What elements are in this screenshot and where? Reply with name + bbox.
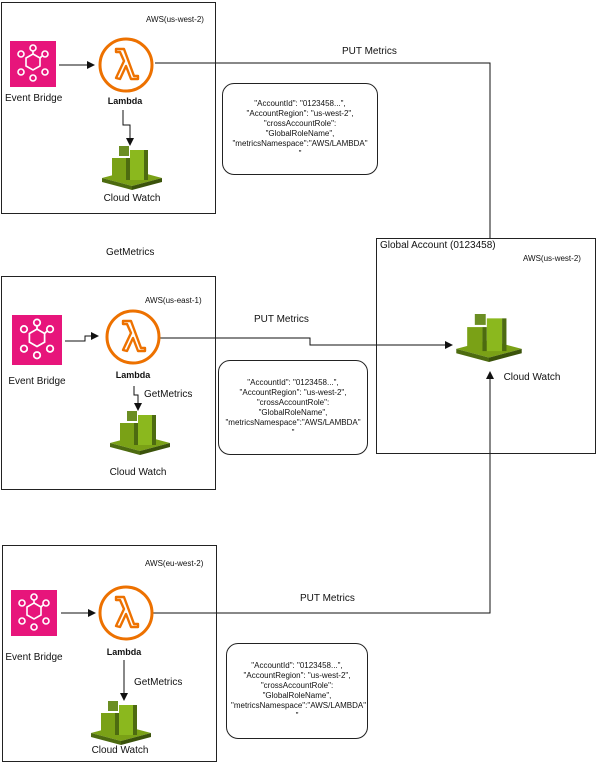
payload-box: "AccountId": "0123458...", "AccountRegio… — [222, 83, 378, 175]
lambda-icon[interactable] — [104, 308, 162, 371]
lambda-caption: Lambda — [115, 370, 151, 380]
payload-line: "AccountId": "0123458...", — [247, 377, 339, 387]
payload-line: "crossAccountRole": — [260, 681, 334, 690]
lambda-icon[interactable] — [97, 584, 155, 647]
cloudwatch-icon[interactable] — [456, 314, 522, 367]
payload-line: "GlobalRoleName", — [258, 407, 328, 417]
payload-line: "AccountId": "0123458...", — [251, 661, 343, 670]
eventbridge-icon[interactable] — [12, 315, 62, 370]
payload-box: "AccountId": "0123458...", "AccountRegio… — [218, 360, 368, 455]
region-box-us-east-1 — [1, 276, 216, 490]
edge-put-metrics-1 — [155, 62, 491, 238]
payload-line: "AccountRegion": "us-west-2", — [239, 387, 347, 397]
lambda-icon[interactable] — [97, 36, 155, 99]
global-account-box — [376, 238, 596, 454]
region-label: AWS(us-east-1) — [145, 296, 202, 305]
payload-line: "crossAccountRole": — [263, 119, 337, 128]
cloudwatch-icon[interactable] — [110, 411, 170, 460]
edge-eventbridge-lambda-2 — [65, 332, 99, 342]
cloudwatch-caption: Cloud Watch — [109, 467, 167, 478]
eventbridge-caption: Event Bridge — [5, 93, 63, 104]
getmetrics-label: GetMetrics — [106, 247, 155, 258]
global-account-title: Global Account (0123458) — [380, 240, 496, 251]
payload-line: "AccountRegion": "us-west-2", — [246, 109, 354, 118]
region-label: AWS(us-west-2) — [146, 15, 204, 24]
region-box-eu-west-2 — [2, 545, 217, 762]
eventbridge-caption: Event Bridge — [5, 652, 63, 663]
cloudwatch-caption: Cloud Watch — [503, 372, 561, 383]
payload-line: " — [295, 711, 299, 720]
edge-put-metrics-3 — [153, 371, 494, 614]
payload-line: "metricsNamespace":"AWS/LAMBDA" — [232, 139, 368, 148]
lambda-caption: Lambda — [107, 96, 143, 106]
region-label: AWS(eu-west-2) — [145, 559, 204, 568]
cloudwatch-icon[interactable] — [102, 146, 162, 195]
payload-line: "AccountRegion": "us-west-2", — [243, 671, 351, 680]
edge-lambda-cloudwatch-1 — [122, 110, 134, 146]
edge-lambda-cloudwatch-2 — [133, 386, 142, 411]
put-metrics-label: PUT Metrics — [341, 46, 398, 57]
eventbridge-icon[interactable] — [10, 41, 56, 92]
lambda-caption: Lambda — [106, 647, 142, 657]
getmetrics-label: GetMetrics — [144, 389, 193, 400]
payload-line: "crossAccountRole": — [256, 397, 330, 407]
payload-line: "metricsNamespace":"AWS/LAMBDA" — [225, 417, 361, 427]
payload-line: "GlobalRoleName", — [262, 691, 332, 700]
region-box-us-west-2 — [1, 2, 216, 214]
eventbridge-caption: Event Bridge — [8, 376, 66, 387]
put-metrics-label: PUT Metrics — [299, 593, 356, 604]
edge-put-metrics-2 — [160, 337, 453, 349]
getmetrics-label: GetMetrics — [134, 677, 183, 688]
payload-line: " — [291, 427, 295, 437]
payload-line: "AccountId": "0123458...", — [254, 99, 346, 108]
cloudwatch-caption: Cloud Watch — [91, 745, 149, 756]
cloudwatch-icon[interactable] — [91, 701, 151, 750]
region-label: AWS(us-west-2) — [523, 254, 581, 263]
payload-line: " — [298, 149, 302, 158]
eventbridge-icon[interactable] — [11, 590, 57, 641]
put-metrics-label: PUT Metrics — [253, 314, 310, 325]
payload-line: "GlobalRoleName", — [265, 129, 335, 138]
payload-box: "AccountId": "0123458...", "AccountRegio… — [226, 643, 368, 739]
payload-line: "metricsNamespace":"AWS/LAMBDA" — [231, 701, 367, 710]
cloudwatch-caption: Cloud Watch — [103, 193, 161, 204]
